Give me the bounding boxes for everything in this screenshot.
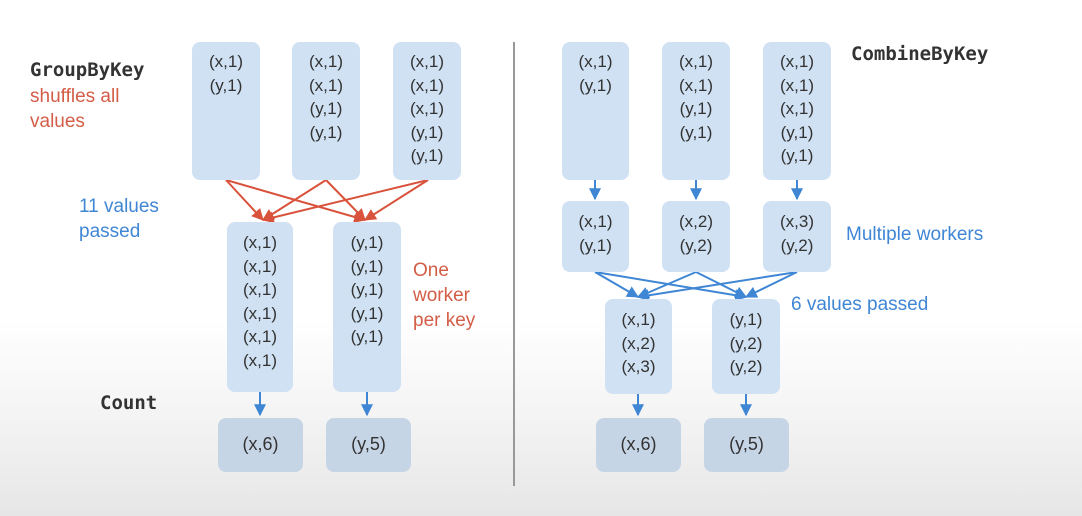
kv-pair: (y,1) bbox=[410, 146, 444, 165]
left-result-box-y: (y,5) bbox=[326, 418, 411, 472]
kv-pair: (y,1) bbox=[309, 99, 343, 118]
kv-pair: (x,1) bbox=[780, 75, 814, 95]
left-result-box-x: (x,6) bbox=[218, 418, 303, 472]
kv-pair: (x,1) bbox=[243, 303, 277, 323]
groupbykey-subtitle: shuffles all values bbox=[30, 86, 120, 132]
kv-pair: (x,2) bbox=[621, 333, 656, 353]
kv-pair: (y,1) bbox=[309, 122, 343, 142]
right-result-box-x: (x,6) bbox=[596, 418, 681, 472]
kv-pair: (y,1) bbox=[350, 327, 384, 346]
left-group-box-y: (y,1) (y,1) (y,1) (y,1) (y,1) bbox=[333, 222, 401, 392]
result-value: (y,5) bbox=[729, 434, 764, 455]
combinebykey-title: CombineByKey bbox=[851, 43, 989, 65]
result-value: (x,6) bbox=[620, 434, 657, 455]
right-partial-box-2: (x,2) (y,2) bbox=[662, 201, 730, 272]
kv-pair: (x,1) bbox=[243, 233, 277, 252]
kv-pair: (y,2) bbox=[729, 357, 763, 376]
kv-pair: (y,1) bbox=[679, 99, 713, 118]
left-input-box-3: (x,1) (x,1) (x,1) (y,1) (y,1) bbox=[393, 42, 461, 180]
right-group-box-x: (x,1) (x,2) (x,3) bbox=[605, 299, 672, 394]
kv-pair: (x,1) bbox=[309, 52, 343, 71]
left-count-arrows bbox=[254, 392, 373, 417]
kv-pair: (x,1) bbox=[410, 52, 444, 71]
shuffle-arrow bbox=[744, 271, 798, 298]
kv-pair: (x,2) bbox=[679, 212, 713, 231]
right-input-box-3: (x,1) (x,1) (x,1) (y,1) (y,1) bbox=[763, 42, 831, 180]
kv-pair: (x,1) bbox=[578, 52, 613, 71]
kv-pair: (y,1) bbox=[350, 280, 384, 299]
right-partial-box-1: (x,1) (y,1) bbox=[562, 201, 629, 272]
kv-pair: (x,1) bbox=[243, 327, 277, 346]
kv-pair: (x,1) bbox=[243, 280, 277, 299]
right-count-arrows bbox=[632, 394, 752, 417]
kv-pair: (y,1) bbox=[780, 146, 814, 165]
result-value: (x,6) bbox=[242, 434, 279, 455]
kv-pair: (y,2) bbox=[679, 235, 713, 255]
right-partial-box-3: (x,3) (y,2) bbox=[763, 201, 831, 272]
kv-pair: (x,1) bbox=[410, 99, 444, 118]
left-shuffle-arrows bbox=[225, 179, 429, 224]
kv-pair: (y,1) bbox=[350, 303, 384, 323]
kv-pair: (y,1) bbox=[729, 310, 763, 329]
shuffle-arrow bbox=[594, 271, 748, 302]
kv-pair: (x,1) bbox=[243, 350, 277, 370]
kv-pair: (y,1) bbox=[679, 122, 713, 142]
shuffle-arrow bbox=[225, 179, 264, 221]
kv-pair: (y,1) bbox=[410, 122, 444, 142]
multiple-workers-label: Multiple workers bbox=[846, 224, 984, 245]
kv-pair: (y,1) bbox=[579, 235, 612, 255]
kv-pair: (y,1) bbox=[350, 256, 384, 276]
kv-pair: (y,2) bbox=[780, 235, 814, 255]
left-values-passed-label: 11 values passed bbox=[79, 196, 159, 242]
kv-pair: (x,1) bbox=[679, 52, 713, 71]
kv-pair: (x,1) bbox=[243, 256, 277, 276]
count-label: Count bbox=[100, 392, 158, 414]
one-worker-per-key-note: One worker per key bbox=[413, 260, 476, 331]
kv-pair: (x,1) bbox=[679, 75, 713, 95]
kv-pair: (x,1) bbox=[578, 212, 613, 231]
kv-pair: (x,1) bbox=[621, 310, 656, 329]
kv-pair: (x,1) bbox=[209, 52, 243, 71]
kv-pair: (y,1) bbox=[780, 122, 814, 142]
shuffle-arrow bbox=[636, 271, 798, 302]
right-input-box-2: (x,1) (x,1) (y,1) (y,1) bbox=[662, 42, 730, 180]
kv-pair: (y,1) bbox=[209, 75, 243, 95]
panel-divider bbox=[513, 42, 515, 486]
kv-pair: (y,1) bbox=[579, 75, 612, 95]
right-group-box-y: (y,1) (y,2) (y,2) bbox=[712, 299, 780, 394]
kv-pair: (y,2) bbox=[729, 333, 763, 353]
left-input-box-1: (x,1) (y,1) bbox=[192, 42, 260, 180]
groupbykey-title: GroupByKey bbox=[30, 59, 145, 81]
right-result-box-y: (y,5) bbox=[704, 418, 789, 472]
right-input-box-1: (x,1) (y,1) bbox=[562, 42, 629, 180]
shuffle-arrow bbox=[261, 179, 429, 224]
kv-pair: (x,1) bbox=[410, 75, 444, 95]
right-combine-arrows bbox=[589, 180, 803, 201]
left-input-box-2: (x,1) (x,1) (y,1) (y,1) bbox=[292, 42, 360, 180]
right-values-passed-label: 6 values passed bbox=[791, 294, 929, 315]
kv-pair: (x,1) bbox=[780, 52, 814, 71]
result-value: (y,5) bbox=[351, 434, 386, 455]
shuffle-arrow bbox=[363, 179, 429, 221]
left-group-box-x: (x,1) (x,1) (x,1) (x,1) (x,1) (x,1) bbox=[227, 222, 293, 392]
kv-pair: (x,1) bbox=[780, 99, 814, 118]
right-shuffle-arrows bbox=[594, 271, 798, 302]
kv-pair: (x,3) bbox=[621, 357, 656, 376]
kv-pair: (y,1) bbox=[350, 233, 384, 252]
shuffle-arrow bbox=[594, 271, 640, 298]
kv-pair: (x,1) bbox=[309, 75, 343, 95]
shuffle-arrow bbox=[261, 179, 327, 221]
kv-pair: (x,3) bbox=[780, 212, 814, 231]
